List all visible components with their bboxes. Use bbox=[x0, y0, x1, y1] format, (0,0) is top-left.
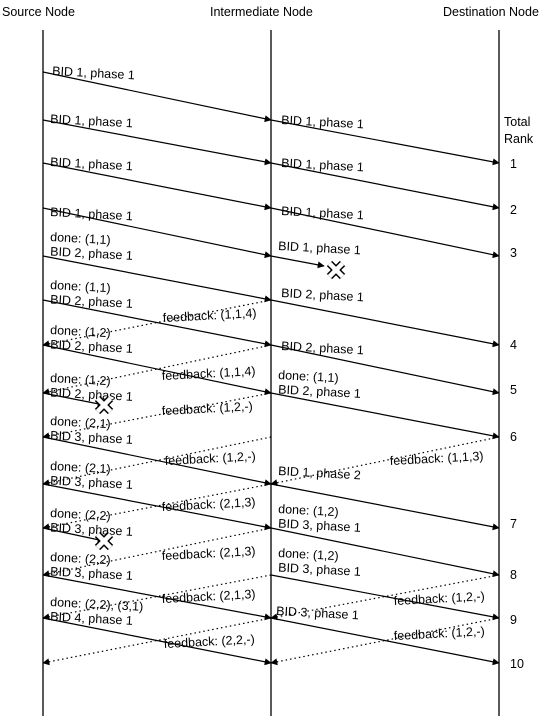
feedback-to-source-label: feedback: (2,1,3) bbox=[161, 544, 255, 563]
source-message-label: done: (1,2) bbox=[50, 371, 111, 388]
total-rank-value: 7 bbox=[510, 517, 517, 531]
source-to-intermediate-message bbox=[42, 344, 272, 396]
feedback-to-intermediate-label: feedback: (1,1,3) bbox=[389, 449, 483, 468]
intermediate-to-destination-message bbox=[270, 344, 500, 396]
feedback-to-source-label: feedback: (2,1,3) bbox=[161, 495, 255, 514]
feedback-to-source-label: feedback: (1,2,-) bbox=[161, 399, 253, 418]
intermediate-to-destination-message bbox=[270, 119, 500, 166]
source-message-label: BID 2, phase 1 bbox=[50, 386, 133, 404]
feedback-to-intermediate-label: feedback: (1,2,-) bbox=[393, 589, 485, 608]
source-node-header: Source Node bbox=[2, 5, 75, 19]
total-rank-title: Total bbox=[504, 115, 530, 129]
intermediate-to-destination-message bbox=[270, 483, 500, 531]
intermediate-message-label: BID 2, phase 1 bbox=[281, 339, 364, 357]
source-to-intermediate-message bbox=[42, 436, 272, 487]
intermediate-message-label: BID 1, phase 1 bbox=[278, 239, 361, 257]
intermediate-to-destination-message bbox=[270, 527, 500, 578]
source-to-intermediate-message bbox=[42, 483, 272, 531]
source-to-intermediate-message bbox=[42, 527, 105, 544]
intermediate-message-label: BID 3, phase 1 bbox=[276, 604, 359, 622]
source-message-label: BID 2, phase 1 bbox=[50, 338, 133, 356]
intermediate-to-destination-message bbox=[270, 574, 500, 621]
source-to-intermediate-message bbox=[42, 119, 272, 166]
source-message-label: BID 3, phase 1 bbox=[50, 474, 133, 492]
intermediate-message-label: done: (1,2) bbox=[278, 502, 339, 519]
feedback-to-intermediate-arrow bbox=[270, 436, 500, 487]
source-message-label: done: (2,2) bbox=[50, 550, 111, 567]
lost-message-x-icon bbox=[94, 395, 114, 415]
source-to-intermediate-message bbox=[42, 255, 272, 303]
lost-message-x-icon bbox=[94, 531, 114, 551]
source-message-label: BID 3, phase 1 bbox=[50, 565, 133, 583]
feedback-to-source-arrow bbox=[42, 436, 272, 487]
intermediate-to-destination-message bbox=[270, 207, 500, 259]
feedback-to-source-arrow bbox=[42, 617, 272, 666]
source-message-label: BID 1, phase 1 bbox=[50, 205, 133, 223]
total-rank-value: 6 bbox=[510, 430, 517, 444]
intermediate-message-label: BID 1, phase 1 bbox=[281, 113, 364, 131]
intermediate-to-destination-message bbox=[270, 392, 500, 440]
feedback-to-intermediate-label: feedback: (1,2,-) bbox=[393, 624, 485, 643]
source-message-label: BID 4, phase 1 bbox=[50, 610, 133, 628]
intermediate-node-header: Intermediate Node bbox=[210, 5, 313, 19]
source-message-label: done: (2,1) bbox=[50, 459, 111, 476]
source-message-label: done: (1,1) bbox=[50, 230, 111, 247]
feedback-to-source-label: feedback: (1,1,4) bbox=[162, 306, 256, 325]
intermediate-message-label: BID 1, phase 1 bbox=[281, 156, 364, 174]
intermediate-message-label: done: (1,1) bbox=[278, 368, 339, 385]
feedback-to-intermediate-arrow bbox=[270, 617, 500, 666]
feedback-to-source-arrow bbox=[42, 527, 272, 578]
source-message-label: done: (1,2) bbox=[50, 323, 111, 340]
feedback-to-source-arrow bbox=[42, 392, 272, 440]
feedback-to-source-label: feedback: (1,2,-) bbox=[164, 449, 256, 468]
source-to-intermediate-message bbox=[42, 162, 272, 211]
destination-node-header: Destination Node bbox=[443, 5, 539, 19]
source-message-label: BID 3, phase 1 bbox=[50, 521, 133, 539]
feedback-to-source-label: feedback: (1,1,4) bbox=[161, 364, 255, 383]
total-rank-value: 5 bbox=[510, 383, 517, 397]
total-rank-value: 10 bbox=[510, 657, 524, 671]
total-rank-value: 8 bbox=[510, 568, 517, 582]
intermediate-message-label: BID 2, phase 1 bbox=[278, 383, 361, 401]
total-rank-value: 3 bbox=[510, 246, 517, 260]
source-message-label: done: (2,1) bbox=[50, 414, 111, 431]
source-message-label: BID 2, phase 1 bbox=[50, 245, 133, 263]
intermediate-message-label: BID 1, phase 2 bbox=[278, 464, 361, 482]
source-message-label: BID 1, phase 1 bbox=[52, 64, 135, 82]
intermediate-message-label: done: (1,2) bbox=[278, 546, 339, 563]
source-message-label: done: (2,2) bbox=[50, 506, 111, 523]
source-message-label: done: (1,1) bbox=[50, 278, 111, 295]
source-to-intermediate-message bbox=[42, 71, 272, 123]
feedback-to-source-arrow bbox=[42, 299, 272, 348]
feedback-to-source-arrow bbox=[42, 344, 272, 396]
feedback-to-source-arrow bbox=[42, 483, 272, 531]
intermediate-message-label: BID 3, phase 1 bbox=[278, 561, 361, 579]
total-rank-value: 2 bbox=[510, 203, 517, 217]
lost-message-x-icon bbox=[326, 260, 346, 280]
intermediate-to-destination-message bbox=[270, 162, 500, 211]
source-to-intermediate-message bbox=[42, 574, 272, 621]
source-to-intermediate-message bbox=[42, 207, 272, 259]
source-message-label: BID 1, phase 1 bbox=[50, 112, 133, 130]
intermediate-message-label: BID 1, phase 1 bbox=[281, 204, 364, 222]
intermediate-to-destination-message bbox=[270, 617, 500, 666]
total-rank-value: 1 bbox=[510, 157, 517, 171]
intermediate-to-destination-message bbox=[270, 299, 500, 348]
source-message-label: done: (2,2), (3,1) bbox=[50, 595, 144, 614]
feedback-to-source-label: feedback: (2,1,3) bbox=[161, 587, 255, 606]
source-to-intermediate-message bbox=[42, 617, 272, 666]
source-message-label: BID 1, phase 1 bbox=[50, 155, 133, 173]
source-to-intermediate-message bbox=[42, 392, 105, 408]
total-rank-value: 4 bbox=[510, 338, 517, 352]
source-to-intermediate-message bbox=[42, 299, 272, 348]
intermediate-to-destination-message bbox=[270, 255, 325, 269]
source-message-label: BID 2, phase 1 bbox=[50, 293, 133, 311]
total-rank-value: 9 bbox=[510, 613, 517, 627]
total-rank-title: Rank bbox=[504, 132, 534, 146]
intermediate-message-label: BID 3, phase 1 bbox=[278, 517, 361, 535]
source-message-label: BID 3, phase 1 bbox=[50, 429, 133, 447]
feedback-to-source-label: feedback: (2,2,-) bbox=[163, 632, 255, 651]
intermediate-message-label: BID 2, phase 1 bbox=[281, 286, 364, 304]
